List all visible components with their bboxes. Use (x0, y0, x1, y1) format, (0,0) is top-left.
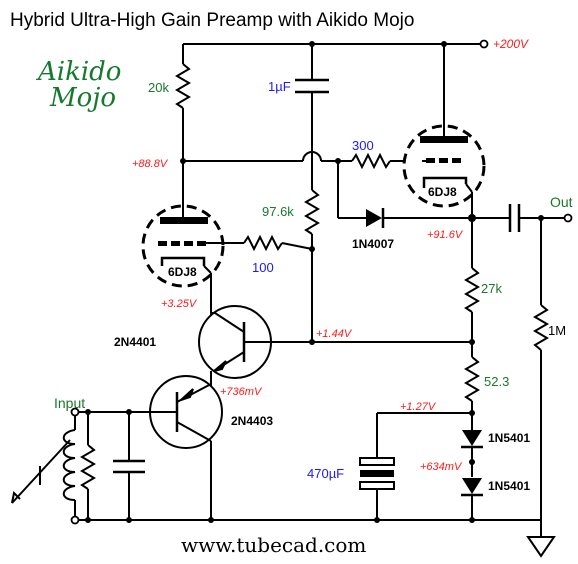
capacitor-470uf-plate (360, 470, 394, 477)
tube-lower-grid (171, 241, 180, 246)
variable-arrow (11, 439, 71, 504)
junction-dot (374, 517, 380, 523)
label-100: 100 (252, 260, 274, 275)
pickup-coil (62, 429, 76, 501)
label-2n4401: 2N4401 (114, 335, 156, 349)
voltage-cathode-lower: +3.25V (161, 298, 198, 310)
label-2n4403: 2N4403 (231, 414, 273, 428)
voltage-diode-mid: +634mV (420, 461, 463, 473)
resistor-300 (351, 152, 391, 170)
tube-lower-grid (184, 241, 193, 246)
label-tube-upper: 6DJ8 (428, 185, 457, 199)
label-tube-lower: 6DJ8 (168, 265, 197, 279)
tube-upper-grid (452, 158, 461, 163)
logo-line2: Mojo (49, 83, 116, 113)
resistor-27k (464, 267, 480, 313)
voltage-base: +1.44V (316, 328, 353, 340)
website-url: www.tubecad.com (181, 533, 366, 557)
label-1uf: 1µF (268, 79, 291, 94)
label-1n5401-b: 1N5401 (488, 479, 530, 493)
tube-lower-plate (160, 217, 208, 224)
transistor-2n4403-collector (176, 421, 212, 442)
resistor-1m (533, 304, 549, 351)
transistor-2n4403-arrow (180, 388, 194, 401)
capacitor-470uf-plate (359, 481, 395, 490)
resistor-input (80, 444, 96, 490)
output-terminal[interactable] (563, 213, 573, 223)
wire (465, 183, 473, 193)
title: Hybrid Ultra-High Gain Preamp with Aikid… (10, 10, 414, 31)
resistor-20k (175, 63, 191, 109)
label-300: 300 (352, 138, 374, 153)
input-terminal[interactable] (70, 407, 80, 417)
tube-upper-plate (420, 136, 468, 143)
wire (281, 242, 313, 250)
label-1n5401-a: 1N5401 (488, 431, 530, 445)
label-97k6: 97.6k (262, 204, 294, 219)
logo-line1: Aikido (36, 57, 121, 87)
label-27k: 27k (481, 281, 502, 296)
transistor-2n4401-arrow (213, 360, 227, 372)
diode-1n4007 (366, 209, 382, 227)
voltage-out-node: +91.6V (427, 229, 464, 241)
label-52r3: 52.3 (484, 374, 509, 389)
tube-lower-cathode (160, 256, 206, 266)
label-20k: 20k (148, 80, 169, 95)
diode-1n5401-a (462, 430, 482, 446)
supply-terminal (479, 39, 489, 49)
wire (203, 265, 212, 274)
variable-arrow-head (11, 490, 21, 504)
tube-lower-grid (158, 241, 167, 246)
input-label: Input (54, 395, 85, 411)
tube-upper-cathode (422, 176, 468, 188)
tube-upper-grid (439, 158, 448, 163)
input-ground-terminal[interactable] (70, 515, 80, 525)
tube-upper-grid (426, 158, 435, 163)
label-1m: 1M (548, 323, 566, 338)
voltage-bias-node: +1.27V (400, 401, 437, 413)
label-1n4007: 1N4007 (352, 237, 394, 251)
output-label: Out (550, 194, 573, 210)
supply-voltage: +200V (493, 37, 529, 51)
resistor-52r3 (464, 356, 480, 402)
resistor-100 (243, 234, 283, 252)
resistor-97k6 (304, 189, 320, 235)
tube-lower-grid (197, 241, 206, 246)
junction-dot (469, 459, 475, 465)
capacitor-470uf-plate (359, 457, 395, 466)
voltage-plate: +88.8V (132, 158, 169, 170)
voltage-emitter: +736mV (220, 386, 263, 398)
label-470uf: 470µF (307, 466, 344, 481)
transistor-2n4401-collector (214, 312, 245, 333)
junction-dot (469, 517, 475, 523)
diode-1n5401-b (462, 478, 482, 494)
ground-icon (526, 536, 556, 558)
